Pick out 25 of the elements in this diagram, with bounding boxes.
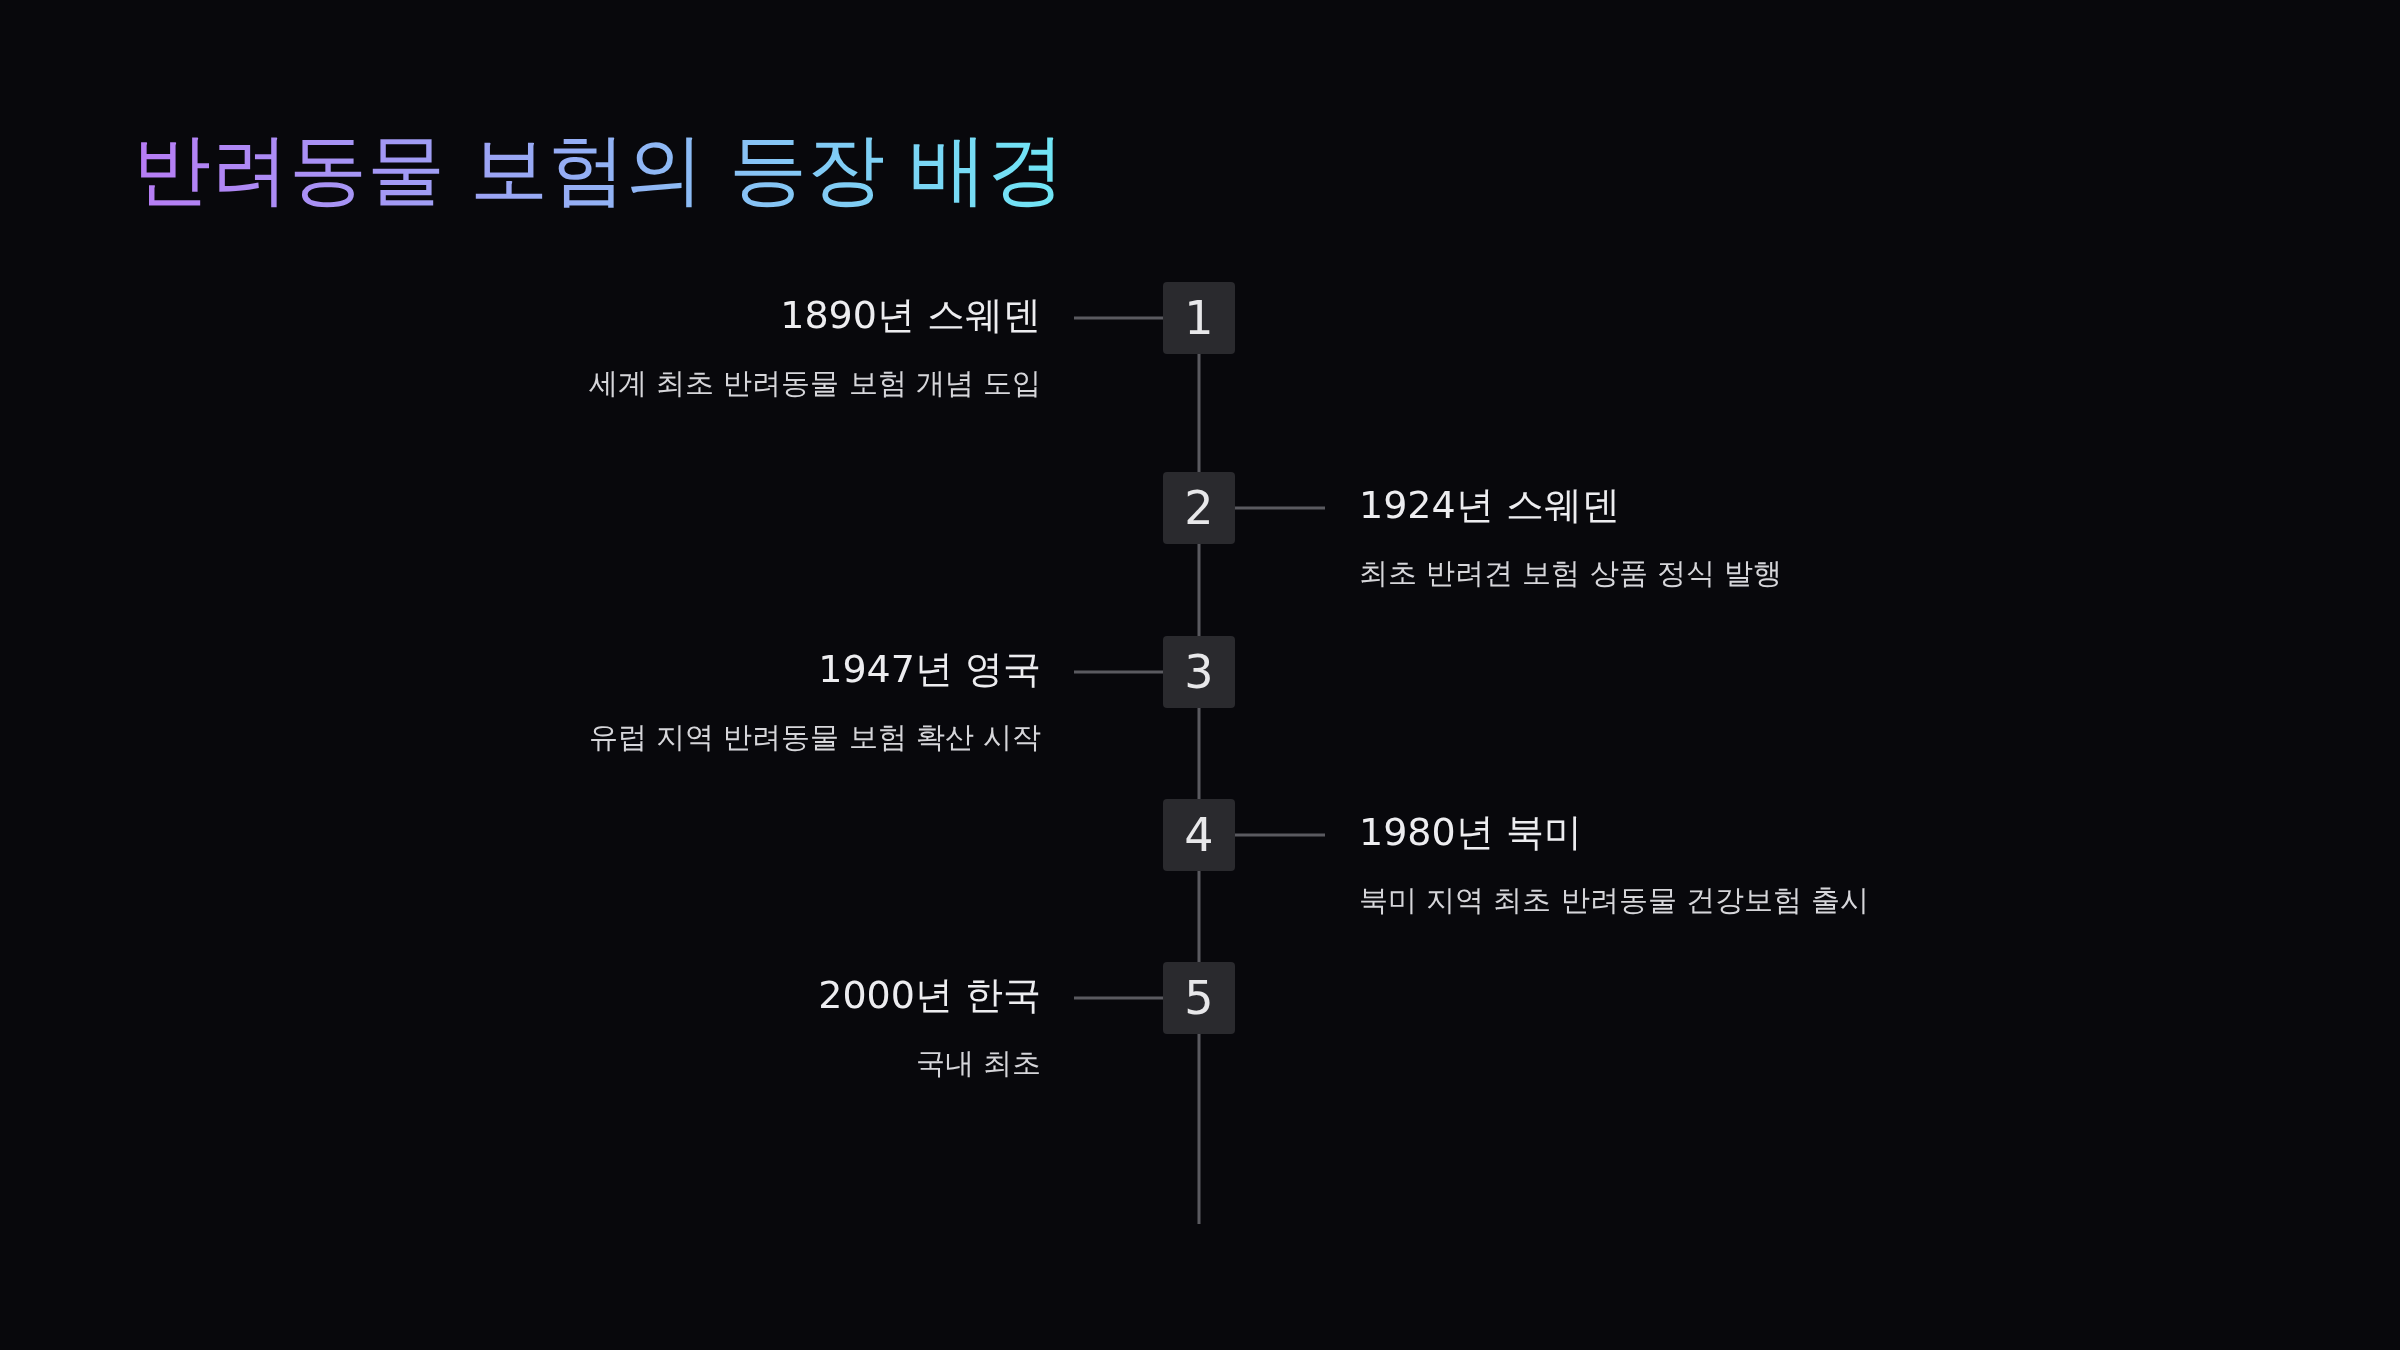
timeline-connector: [1074, 996, 1163, 1000]
step-number: 4: [1163, 799, 1235, 871]
timeline-connector: [1235, 506, 1325, 510]
step-number: 3: [1163, 636, 1235, 708]
step-number: 1: [1163, 282, 1235, 354]
timeline-connector: [1197, 544, 1201, 636]
timeline-connector: [1197, 1034, 1201, 1224]
event-description: 국내 최초: [915, 1045, 1041, 1082]
year-heading: 1947년 영국: [818, 646, 1041, 693]
timeline-connector: [1197, 354, 1201, 472]
timeline-connector: [1197, 708, 1201, 799]
year-heading: 2000년 한국: [818, 972, 1041, 1019]
timeline-connector: [1197, 871, 1201, 962]
step-number: 5: [1163, 962, 1235, 1034]
timeline-connector: [1074, 316, 1163, 320]
timeline-connector: [1074, 670, 1163, 674]
event-description: 북미 지역 최초 반려동물 건강보험 출시: [1359, 882, 1870, 919]
event-description: 유럽 지역 반려동물 보험 확산 시작: [588, 719, 1041, 756]
step-number: 2: [1163, 472, 1235, 544]
event-description: 세계 최초 반려동물 보험 개념 도입: [588, 365, 1041, 402]
event-description: 최초 반려견 보험 상품 정식 발행: [1359, 555, 1783, 592]
year-heading: 1890년 스웨덴: [780, 292, 1041, 339]
timeline-connector: [1235, 833, 1325, 837]
year-heading: 1980년 북미: [1359, 809, 1582, 856]
year-heading: 1924년 스웨덴: [1359, 482, 1620, 529]
